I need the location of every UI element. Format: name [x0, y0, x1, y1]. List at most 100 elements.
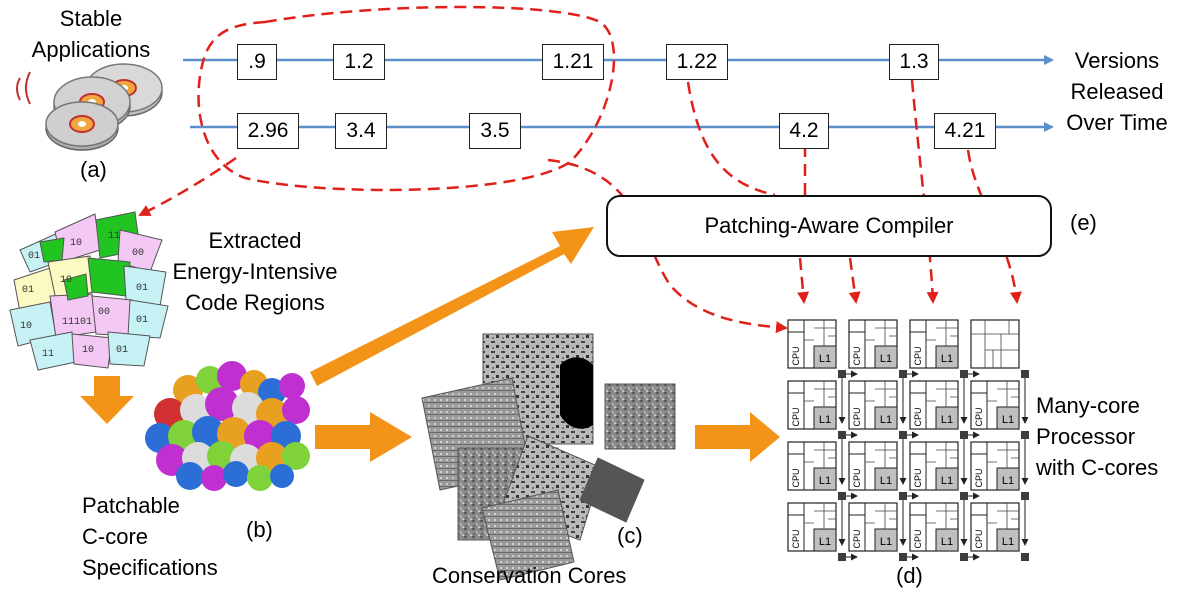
- label-line: Applications: [31, 37, 151, 62]
- l1-label: L1: [941, 353, 953, 365]
- core-divider: [788, 381, 805, 429]
- orange-arrow-code-to-spec: [80, 376, 134, 424]
- marker-e: (e): [1070, 210, 1097, 235]
- l1-label: L1: [941, 475, 953, 487]
- label-line: Code Regions: [185, 290, 325, 315]
- l1-cache-block: [874, 528, 898, 552]
- code-fragment-text: 11: [108, 231, 120, 242]
- l1-label: L1: [819, 353, 831, 365]
- arrow-421-to-core-4: [966, 149, 1022, 304]
- code-fragment-text: 10: [70, 238, 82, 249]
- l1-label: L1: [1002, 414, 1014, 426]
- cpu-label: CPU: [852, 468, 862, 487]
- cpu-label: CPU: [791, 346, 801, 365]
- cpu-label: CPU: [974, 468, 984, 487]
- code-fragment-text: 00: [98, 307, 110, 318]
- core-divider: [788, 320, 805, 368]
- router-node: [1021, 370, 1029, 378]
- code-fragment-text: 01: [22, 285, 34, 296]
- core-divider: [910, 320, 927, 368]
- cpu-label: CPU: [791, 468, 801, 487]
- code-fragment-text: 11101: [62, 317, 92, 328]
- code-fragment-text: 01: [116, 345, 128, 356]
- die-image-stack: [421, 333, 676, 581]
- marker-c: (c): [617, 523, 643, 548]
- cpu-label: CPU: [852, 529, 862, 548]
- router-node: [899, 431, 907, 439]
- l1-cache-block: [874, 345, 898, 369]
- l1-cache-block: [935, 467, 959, 491]
- label-line: with C-cores: [1036, 455, 1159, 480]
- code-fragment-text: 01: [28, 251, 40, 262]
- cpu-label: CPU: [913, 468, 923, 487]
- version-box: 4.2: [779, 113, 829, 149]
- l1-cache-block: [813, 467, 837, 491]
- arrow-loop-to-grid: [547, 158, 788, 334]
- label-line: C-core: [82, 524, 149, 549]
- code-fragment-text: 10: [20, 321, 32, 332]
- cpu-label: CPU: [913, 407, 923, 426]
- router-node: [838, 370, 846, 378]
- version-box: .9: [237, 44, 277, 80]
- c-core-lines: [804, 442, 836, 468]
- core-divider: [910, 503, 927, 551]
- label-line: Energy-Intensive: [172, 259, 338, 284]
- cpu-label: CPU: [913, 529, 923, 548]
- arrow-compiler-to-core-1b: [797, 257, 810, 304]
- version-box: 1.21: [542, 44, 604, 80]
- router-node: [899, 492, 907, 500]
- label-line: Extracted: [208, 228, 302, 253]
- c-core-lines: [865, 320, 897, 346]
- c-core-lines: [926, 442, 958, 468]
- l1-cache-block: [874, 406, 898, 430]
- l1-label: L1: [1002, 475, 1014, 487]
- l1-cache-block: [935, 345, 959, 369]
- core-divider: [910, 442, 927, 490]
- core-divider: [971, 442, 988, 490]
- version-box: 1.2: [333, 44, 385, 80]
- arrow-122-to-compiler: [686, 81, 776, 197]
- marker-b: (b): [246, 517, 273, 542]
- patching-aware-compiler-box: Patching-Aware Compiler: [606, 195, 1052, 257]
- core-divider: [849, 503, 866, 551]
- c-core-lines: [865, 503, 897, 529]
- label-line: Processor: [1036, 424, 1136, 449]
- label-line: Versions: [1074, 48, 1160, 73]
- versions-released-label: Versions Released Over Time: [1048, 45, 1186, 138]
- core-divider: [788, 503, 805, 551]
- label-line: Stable: [59, 6, 123, 31]
- label-line: Released: [1070, 79, 1164, 104]
- router-node: [960, 370, 968, 378]
- core-divider: [849, 381, 866, 429]
- core-divider: [910, 381, 927, 429]
- version-box: 4.21: [934, 113, 996, 149]
- core-divider: [849, 442, 866, 490]
- code-fragment-text: 11: [42, 349, 54, 360]
- c-core-lines: [926, 503, 958, 529]
- l1-label: L1: [880, 536, 892, 548]
- l1-label: L1: [880, 414, 892, 426]
- code-region-text: 01 10 11 00 01 10 11101 00 01 10 01 11 1…: [20, 231, 148, 360]
- cpu-label: CPU: [852, 407, 862, 426]
- router-node: [899, 370, 907, 378]
- c-core-lines: [804, 381, 836, 407]
- conservation-cores-label: Conservation Cores: [432, 563, 627, 588]
- core-tile: [970, 319, 1020, 369]
- router-node: [960, 553, 968, 561]
- c-core-lines: [926, 381, 958, 407]
- l1-label: L1: [880, 353, 892, 365]
- patchable-specifications-label: Patchable C-core Specifications: [82, 490, 218, 583]
- puzzle-piece-cluster: [145, 361, 310, 491]
- l1-cache-block: [874, 467, 898, 491]
- cpu-label: CPU: [852, 346, 862, 365]
- c-core-lines: [971, 320, 1019, 368]
- l1-cache-block: [996, 467, 1020, 491]
- selection-loop: [197, 5, 616, 192]
- c-core-lines: [987, 381, 1019, 407]
- l1-cache-block: [813, 345, 837, 369]
- core-divider: [788, 442, 805, 490]
- cpu-label: CPU: [791, 407, 801, 426]
